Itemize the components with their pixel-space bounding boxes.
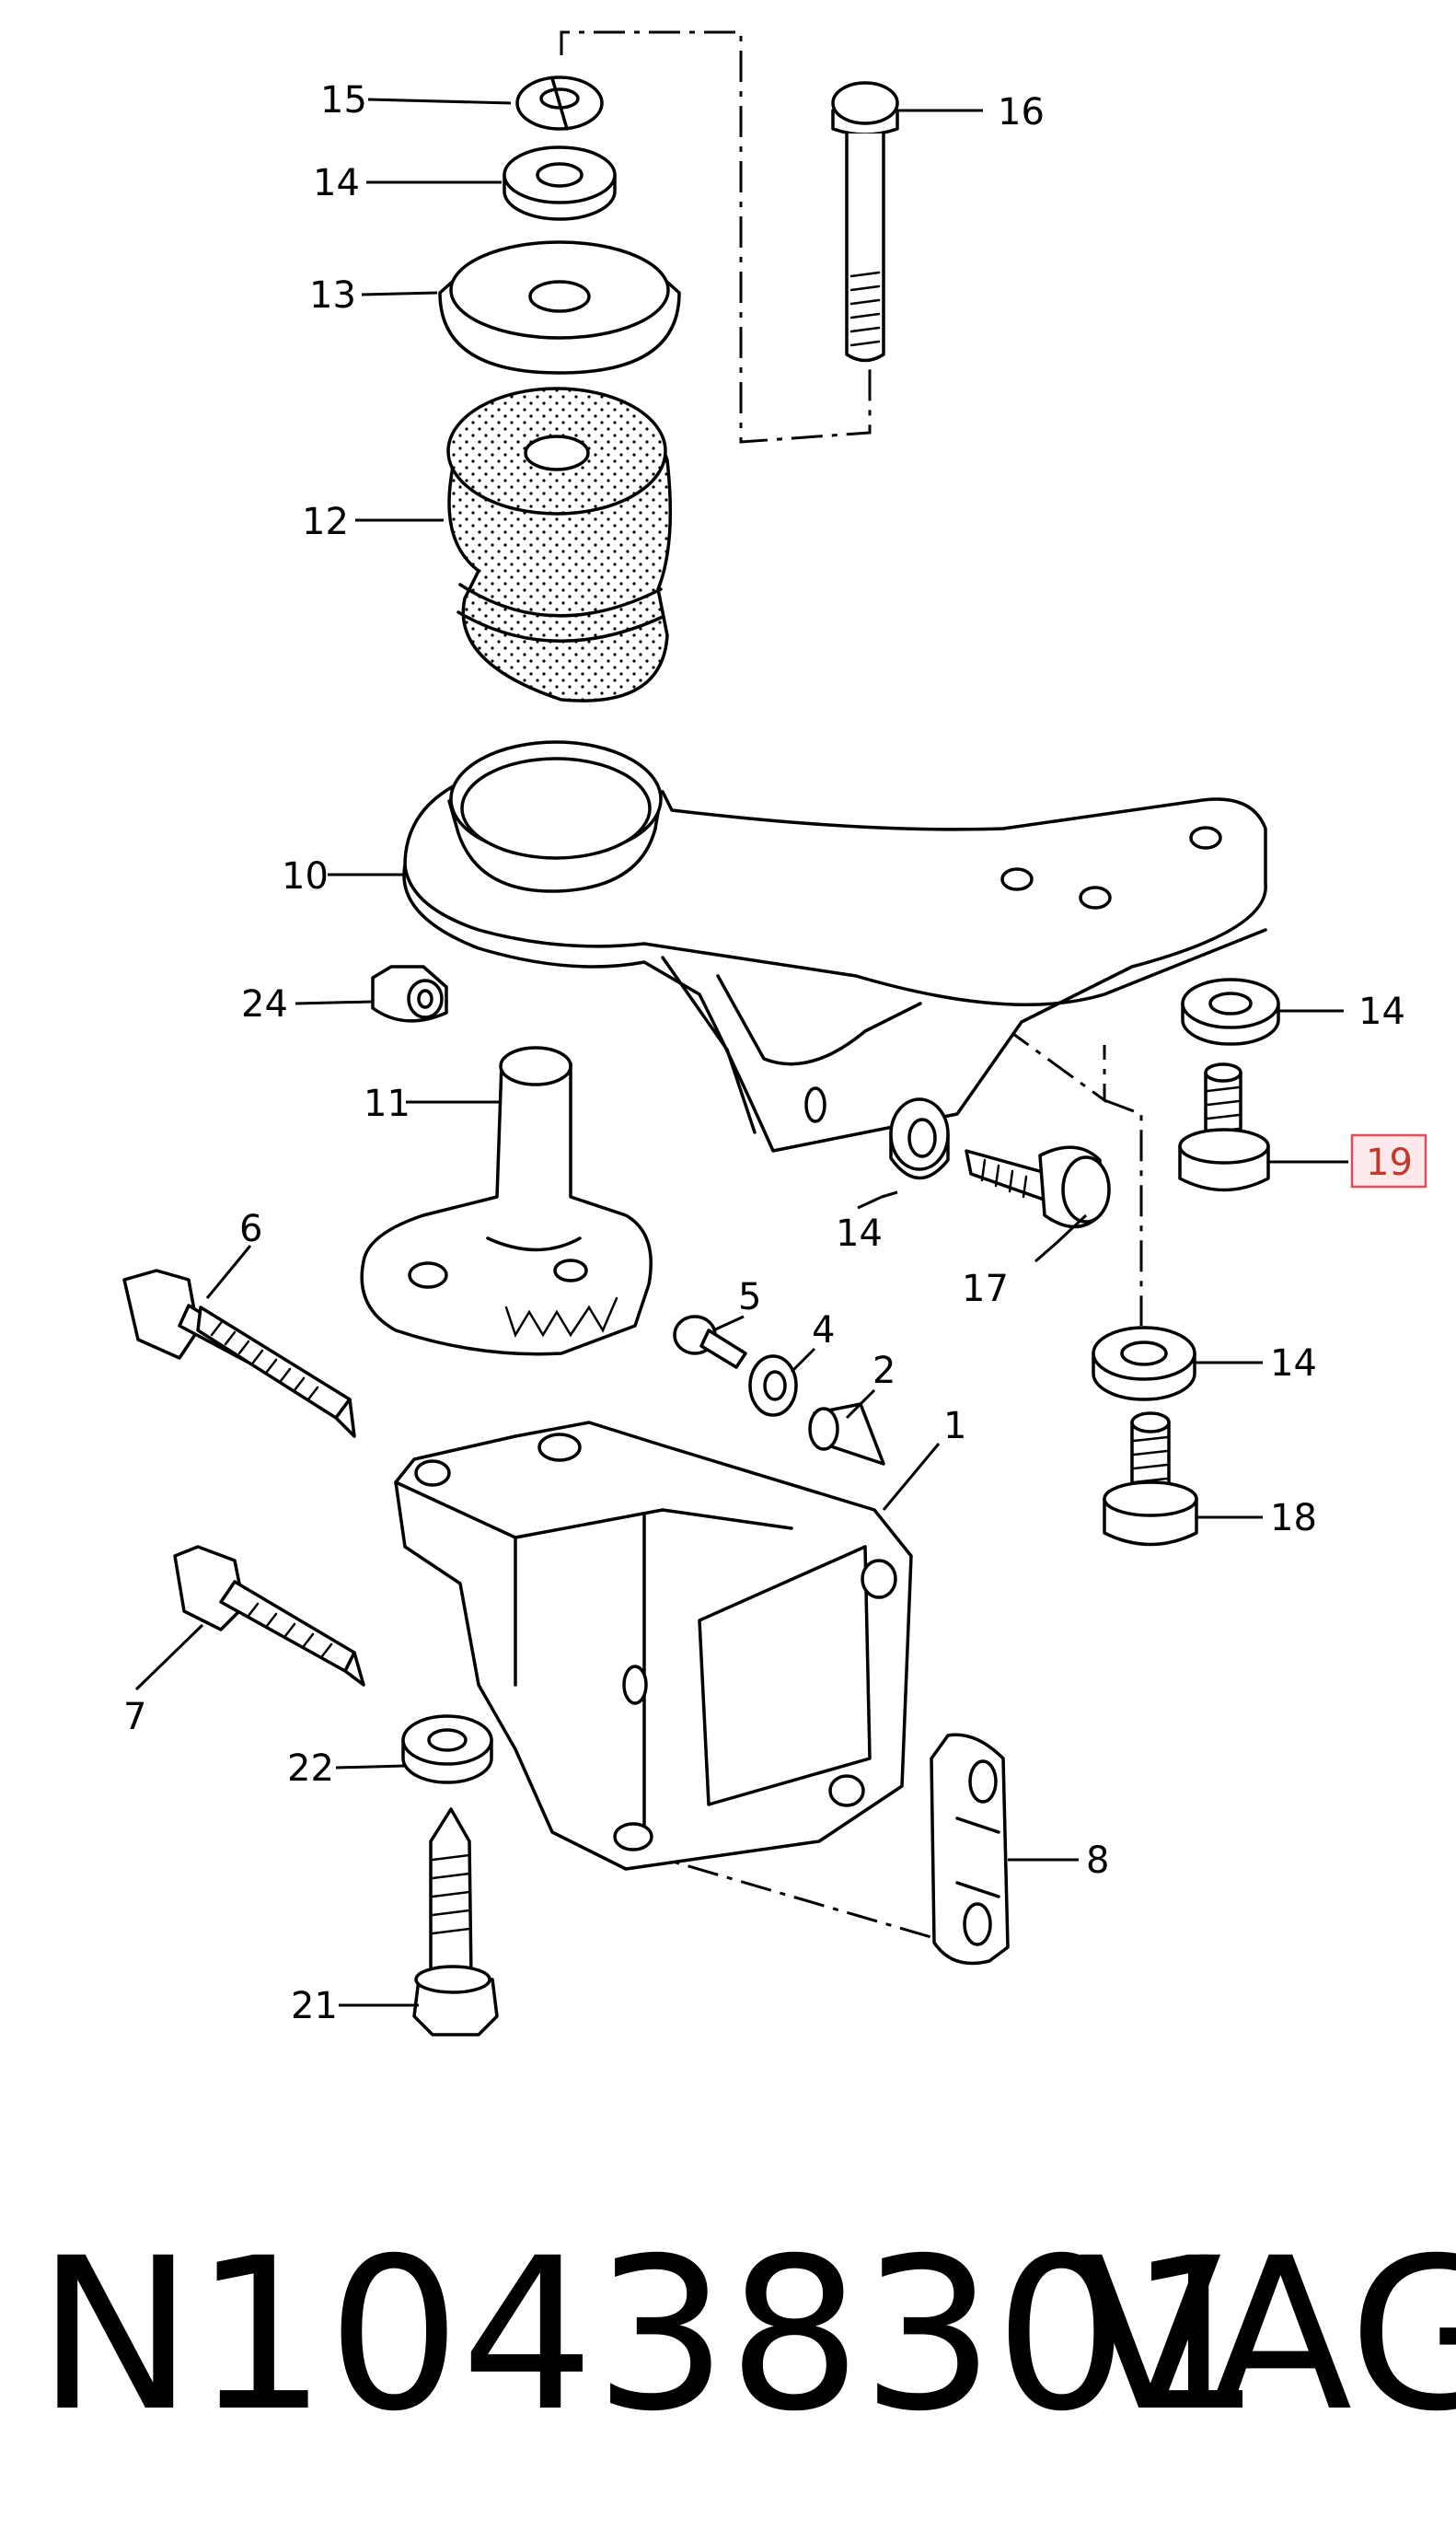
part-6-screw: [122, 1269, 356, 1438]
callout-15: 15: [320, 79, 367, 122]
callout-5: 5: [738, 1276, 761, 1318]
callout-13: 13: [309, 274, 356, 317]
callout-18: 18: [1270, 1497, 1317, 1539]
part-8-strap: [930, 1733, 1010, 1966]
callout-4: 4: [812, 1309, 835, 1352]
callout-16: 16: [998, 91, 1045, 133]
part-14-washer-mid: [889, 1097, 950, 1180]
callout-14-right-top: 14: [1358, 991, 1405, 1033]
part-17-bolt: [965, 1145, 1111, 1229]
callout-6: 6: [239, 1208, 262, 1250]
callout-1: 1: [943, 1405, 966, 1447]
part-11-pin-mount: [360, 1046, 653, 1356]
part-1-engine-mount-bracket: [394, 1421, 913, 1871]
callout-17: 17: [962, 1268, 1009, 1310]
assembly-lines: [560, 30, 1143, 1940]
part-13-cup-washer: [438, 240, 681, 375]
callout-21: 21: [291, 1985, 338, 2027]
callout-14-mid: 14: [836, 1213, 883, 1255]
callout-8: 8: [1086, 1839, 1109, 1882]
part-7-screw: [173, 1545, 365, 1687]
callout-10: 10: [282, 855, 329, 898]
part-18-bolt: [1103, 1411, 1198, 1547]
callout-2: 2: [872, 1350, 896, 1392]
part-10-support-bracket: [402, 740, 1267, 1153]
part-4-washer: [748, 1354, 798, 1417]
callout-19: 19: [1366, 1142, 1413, 1184]
callout-labels: 15 14 13 16 12 10 24 11 14 19 6 14 17 5 …: [123, 79, 1427, 2027]
part-22-washer: [401, 1714, 493, 1784]
part-5-small-screw: [673, 1315, 747, 1369]
brand-name: VAG: [1079, 2212, 1456, 2457]
leader-lines: [134, 98, 1348, 2007]
part-19-bolt: [1178, 1062, 1270, 1192]
callout-22: 22: [287, 1747, 334, 1790]
callout-14-top: 14: [313, 162, 360, 204]
part-24-nut: [371, 965, 448, 1023]
part-12-rubber-mount: [446, 387, 673, 702]
part-14-washer-top: [503, 145, 617, 221]
highlight-box-19: [1350, 1133, 1427, 1189]
part-15-lock-washer: [515, 75, 604, 131]
part-number: N10438301: [37, 2212, 1262, 2457]
part-14-washer-right: [1181, 978, 1280, 1046]
callout-24: 24: [241, 983, 288, 1026]
callout-7: 7: [123, 1696, 146, 1738]
part-14-washer-lower: [1092, 1326, 1196, 1401]
callout-12: 12: [302, 501, 349, 543]
part-2-clip: [808, 1402, 885, 1466]
callout-14-right-mid: 14: [1270, 1342, 1317, 1385]
part-16-long-bolt: [831, 81, 899, 363]
callout-11: 11: [364, 1083, 410, 1125]
part-21-bolt: [412, 1807, 499, 2037]
